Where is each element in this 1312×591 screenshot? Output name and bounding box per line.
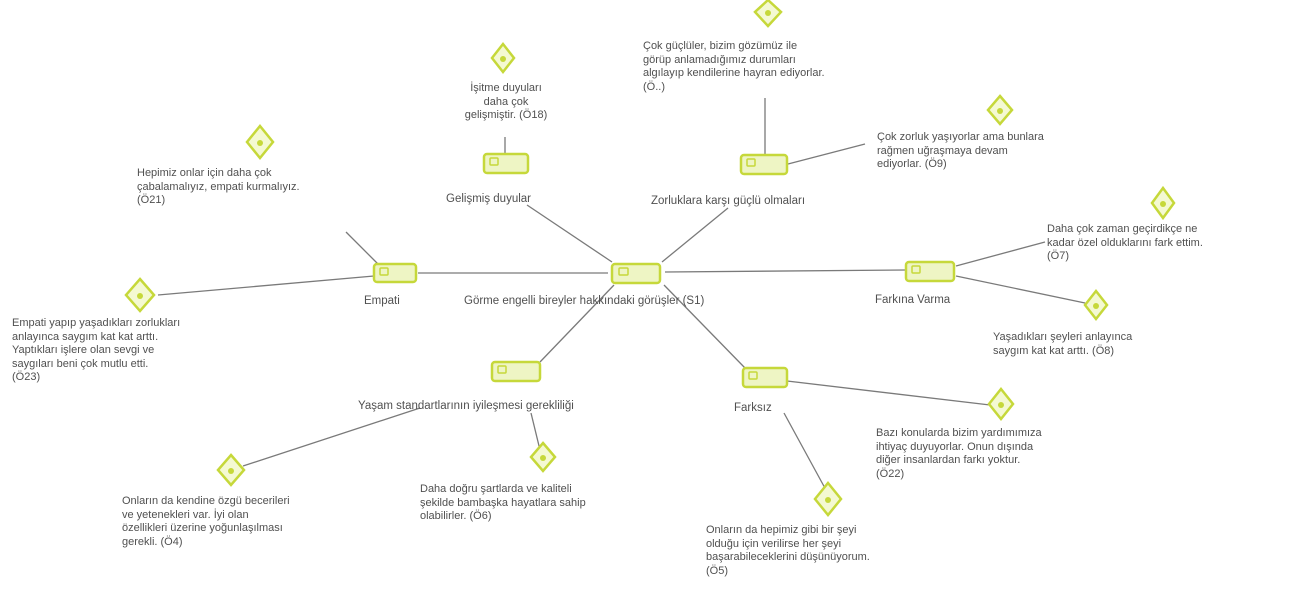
folder-code-icon-empati[interactable]	[372, 262, 418, 284]
quote-o7-line: Daha çok zaman geçirdikçe ne	[1047, 223, 1198, 235]
quotation-icon-o21[interactable]	[245, 124, 275, 160]
node-label-empati: Empati	[364, 295, 400, 307]
quote-o22-line: diğer insanlardan farkı yoktur.	[876, 454, 1021, 466]
quote-o21-line: çabalamalıyız, empati kurmalıyız.	[137, 180, 300, 193]
quote-o23-line: (Ö23)	[12, 371, 41, 383]
quote-o23-line: Empati yapıp yaşadıkları zorlukları	[12, 317, 181, 329]
quote-o4: Onların da kendine özgü becerileri ve ye…	[122, 495, 290, 549]
quote-o5-line: (Ö5)	[706, 564, 728, 577]
quote-o22-line: ihtiyaç duyuyorlar. Onun dışında	[876, 440, 1034, 453]
quotation-icon-o23[interactable]	[124, 277, 156, 313]
quote-o4-line: gerekli. (Ö4)	[122, 535, 183, 548]
quote-o18: İşitme duyuları daha çok gelişmiştir. (Ö…	[446, 82, 566, 123]
node-label-gelismis-duyular: Gelişmiş duyular	[446, 193, 531, 205]
quote-o7: Daha çok zaman geçirdikçe ne kadar özel …	[1047, 223, 1203, 264]
edge-empati-o23	[157, 275, 375, 296]
folder-code-icon-farksiz[interactable]	[741, 366, 789, 389]
quote-o22-line: (Ö22)	[876, 467, 905, 480]
edge-yasam-o6	[530, 412, 541, 451]
node-label-zorluklara: Zorluklara karşı güçlü olmaları	[651, 195, 806, 207]
quote-oc: Çok güçlüler, bizim gözümüz ile görüp an…	[643, 40, 825, 94]
quote-o21: Hepimiz onlar için daha çok çabalamalıyı…	[137, 167, 300, 208]
quote-oc-line: algılayıp kendilerine hayran ediyorlar.	[643, 67, 825, 79]
edge-center-zorluklara	[661, 207, 729, 263]
quote-o6: Daha doğru şartlarda ve kaliteli şekilde…	[420, 483, 586, 524]
edge-zorluklara-o9	[787, 143, 866, 165]
quotation-icon-o18[interactable]	[490, 41, 516, 75]
quote-o22: Bazı konularda bizim yardımımıza ihtiyaç…	[876, 427, 1042, 481]
node-label-farkina-varma: Farkına Varma	[875, 294, 951, 306]
quote-o21-line: Hepimiz onlar için daha çok	[137, 167, 272, 179]
quotation-icon-o4[interactable]	[216, 453, 246, 487]
edge-center-gelismis	[526, 204, 613, 263]
quote-o4-line: ve yetenekleri var. İyi olan	[122, 508, 249, 521]
node-label-center: Görme engelli bireyler hakkındaki görüşl…	[464, 295, 705, 307]
quotation-icon-o7[interactable]	[1150, 185, 1176, 221]
quote-o22-line: Bazı konularda bizim yardımımıza	[876, 427, 1042, 439]
edge-yasam-o4	[242, 407, 421, 467]
quote-o8-line: Yaşadıkları şeyleri anlayınca	[993, 331, 1133, 343]
node-label-farksiz: Farksız	[734, 402, 772, 414]
quote-o23-line: Yaptıkları işlere olan sevgi ve	[12, 344, 155, 356]
edge-farkina-o7	[955, 241, 1046, 267]
quote-o23-line: anlayınca saygım kat kat arttı.	[12, 330, 159, 343]
quote-o18-line: gelişmiştir. (Ö18)	[464, 109, 548, 121]
quote-oc-line: görüp anlamadığımız durumları	[643, 53, 796, 66]
quote-o23: Empati yapıp yaşadıkları zorlukları anla…	[12, 317, 180, 385]
quote-o5: Onların da hepimiz gibi bir şeyi olduğu …	[706, 524, 870, 578]
quote-o9: Çok zorluk yaşıyorlar ama bunlara rağmen…	[877, 131, 1044, 172]
quote-o6-line: Daha doğru şartlarda ve kaliteli	[420, 483, 572, 495]
folder-code-icon-yasam[interactable]	[490, 360, 542, 383]
node-label-yasam-standartlari: Yaşam standartlarının iyileşmesi gerekli…	[358, 400, 574, 412]
folder-code-icon-center[interactable]	[610, 262, 662, 285]
edge-center-farksiz	[663, 284, 746, 369]
quotation-icon-o6[interactable]	[529, 441, 557, 473]
quotation-icon-o5[interactable]	[813, 481, 843, 517]
quote-o5-line: Onların da hepimiz gibi bir şeyi	[706, 524, 857, 536]
quote-o5-line: başarabileceklerini düşünüyorum.	[706, 551, 870, 563]
quotation-icon-o8[interactable]	[1083, 288, 1109, 322]
quote-oc-line: (Ö..)	[643, 80, 665, 93]
edge-farksiz-o5	[783, 412, 827, 491]
quote-o9-line: ediyorlar. (Ö9)	[877, 158, 947, 170]
quote-o21-line: (Ö21)	[137, 194, 166, 206]
quote-o7-line: kadar özel olduklarını fark ettim.	[1047, 236, 1203, 249]
quote-o23-line: saygıları beni çok mutlu etti.	[12, 357, 149, 370]
quote-o18-line: daha çok	[483, 95, 529, 108]
quote-o9-line: rağmen uğraşmaya devam	[877, 144, 1008, 157]
quotation-icon-o9[interactable]	[986, 94, 1014, 126]
quote-o9-line: Çok zorluk yaşıyorlar ama bunlara	[877, 131, 1044, 143]
folder-code-icon-farkina[interactable]	[904, 260, 956, 283]
quote-o8: Yaşadıkları şeyleri anlayınca saygım kat…	[993, 331, 1132, 358]
quote-o18-line: İşitme duyuları	[470, 82, 542, 94]
edge-center-yasam	[539, 284, 615, 363]
edge-empati-o21	[345, 231, 379, 265]
quote-o6-line: olabilirler. (Ö6)	[420, 510, 492, 522]
edge-farkina-o8	[955, 275, 1086, 304]
quote-o8-line: saygım kat kat arttı. (Ö8)	[993, 344, 1115, 357]
edge-farksiz-o22	[786, 380, 991, 406]
quote-o4-line: Onların da kendine özgü becerileri	[122, 495, 290, 507]
folder-code-icon-zorluklara[interactable]	[739, 153, 789, 176]
quote-o5-line: olduğu için verilirse her şeyi	[706, 537, 842, 550]
quote-o7-line: (Ö7)	[1047, 250, 1069, 262]
quote-o4-line: özellikleri üzerine yoğunlaşılması	[122, 522, 283, 534]
quotation-icon-o22[interactable]	[987, 386, 1015, 422]
quotation-icon-oc[interactable]	[753, 0, 783, 28]
edge-center-farkina	[664, 269, 907, 273]
quote-o6-line: şekilde bambaşka hayatlara sahip	[420, 496, 586, 509]
folder-code-icon-gelismis[interactable]	[482, 152, 530, 175]
quote-oc-line: Çok güçlüler, bizim gözümüz ile	[643, 40, 798, 52]
